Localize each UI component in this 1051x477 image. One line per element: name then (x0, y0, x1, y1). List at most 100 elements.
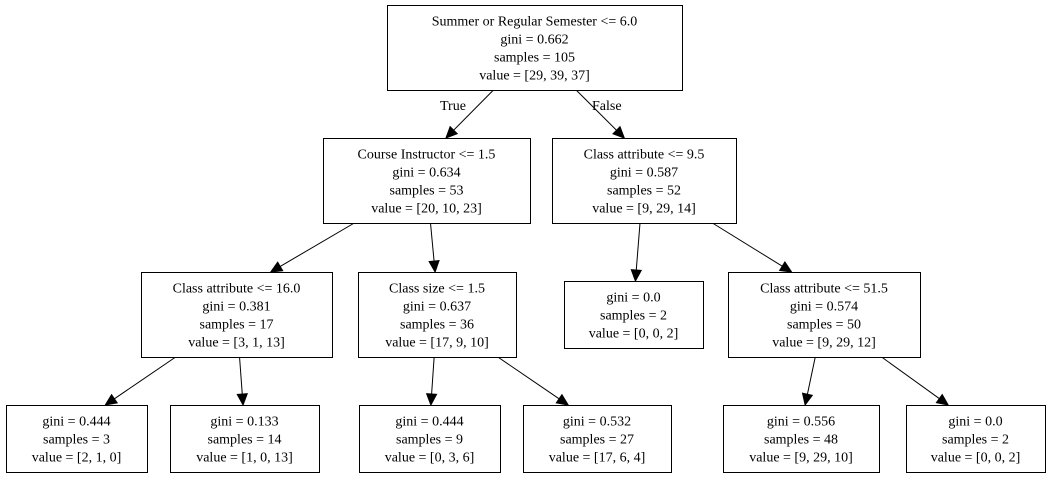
tree-edge (630, 222, 643, 283)
tree-node: gini = 0.0 samples = 2 value = [0, 0, 2] (906, 405, 1046, 473)
edge-line (431, 356, 435, 395)
arrowhead-icon (935, 393, 950, 406)
tree-node: gini = 0.133 samples = 14 value = [1, 0, 1… (170, 405, 320, 473)
tree-node: gini = 0.556 samples = 48 value = [9, 29, … (723, 405, 880, 473)
node-line: gini = 0.532 (563, 415, 631, 430)
node-line: Course Instructor <= 1.5 (358, 148, 496, 163)
arrowhead-icon (425, 393, 438, 407)
node-line: gini = 0.0 (606, 291, 660, 306)
edge-line (881, 356, 940, 399)
node-box (728, 272, 921, 358)
tree-edge: True (440, 89, 494, 139)
tree-edge (801, 356, 816, 407)
node-line: samples = 53 (390, 184, 464, 199)
node-line: gini = 0.637 (403, 300, 471, 315)
tree-edge (428, 222, 440, 274)
node-line: value = [9, 29, 10] (749, 451, 853, 466)
tree-node: Class attribute <= 51.5 gini = 0.574 sampl… (728, 272, 921, 358)
arrowhead-icon (104, 393, 119, 406)
edge-line (497, 356, 560, 400)
tree-edges: True False (104, 89, 950, 407)
node-line: samples = 14 (208, 433, 282, 448)
edge-line (114, 356, 176, 400)
node-line: Class attribute <= 51.5 (760, 282, 888, 297)
node-box (170, 405, 320, 473)
node-line: gini = 0.381 (202, 300, 270, 315)
node-line: gini = 0.0 (948, 415, 1002, 430)
tree-edge (712, 222, 793, 273)
node-line: samples = 52 (607, 184, 681, 199)
tree-edge (236, 356, 248, 407)
node-line: gini = 0.133 (210, 415, 278, 430)
node-box (387, 5, 683, 91)
edge-line (239, 356, 243, 395)
edge-line (635, 222, 641, 271)
tree-edge: False (575, 89, 626, 139)
node-line: value = [2, 1, 0] (32, 451, 122, 466)
node-line: value = [3, 1, 13] (188, 336, 285, 351)
arrowhead-icon (236, 393, 248, 407)
node-line: gini = 0.587 (610, 166, 678, 181)
node-box (6, 405, 148, 473)
node-line: value = [0, 0, 2] (589, 327, 679, 342)
edge-line (575, 89, 617, 131)
tree-edge (425, 356, 438, 407)
node-line: Class size <= 1.5 (389, 282, 485, 297)
node-line: value = [17, 6, 4] (549, 451, 646, 466)
edge-line (453, 89, 494, 131)
node-line: samples = 3 (43, 433, 110, 448)
node-line: gini = 0.662 (500, 33, 568, 48)
tree-node: Class size <= 1.5 gini = 0.637 samples = 3… (358, 272, 517, 358)
node-box (359, 405, 501, 473)
node-box (358, 272, 517, 358)
node-line: Summer or Regular Semester <= 6.0 (432, 15, 638, 30)
node-line: value = [29, 39, 37] (479, 69, 590, 84)
node-line: samples = 36 (400, 318, 474, 333)
node-box (906, 405, 1046, 473)
node-line: value = [0, 0, 2] (931, 451, 1021, 466)
arrowhead-icon (612, 125, 626, 139)
tree-nodes: Summer or Regular Semester <= 6.0 gini = … (6, 5, 1046, 473)
tree-edge (269, 222, 355, 273)
node-line: samples = 17 (200, 318, 274, 333)
node-line: samples = 2 (600, 309, 667, 324)
node-line: gini = 0.556 (767, 415, 835, 430)
node-line: value = [20, 10, 23] (371, 202, 482, 217)
node-line: samples = 48 (764, 433, 838, 448)
node-line: gini = 0.634 (392, 166, 460, 181)
arrowhead-icon (778, 261, 793, 273)
node-box (723, 405, 880, 473)
arrowhead-icon (428, 260, 440, 274)
node-line: value = [17, 9, 10] (385, 336, 489, 351)
node-box (523, 405, 672, 473)
node-line: samples = 9 (396, 433, 463, 448)
tree-node: Summer or Regular Semester <= 6.0 gini = … (387, 5, 683, 91)
arrowhead-icon (445, 125, 459, 139)
node-line: gini = 0.444 (395, 415, 463, 430)
node-line: value = [1, 0, 13] (196, 451, 293, 466)
tree-node: Class attribute <= 16.0 gini = 0.381 sampl… (141, 272, 333, 358)
edge-line (712, 222, 783, 267)
node-box (323, 138, 531, 224)
edge-line (429, 222, 435, 262)
tree-edge (881, 356, 950, 406)
arrowhead-icon (269, 261, 284, 273)
edge-label-true: True (440, 99, 466, 114)
edge-line (806, 356, 816, 395)
node-line: gini = 0.574 (790, 300, 858, 315)
node-line: Class attribute <= 16.0 (173, 282, 301, 297)
node-box (552, 138, 737, 224)
node-line: samples = 27 (560, 433, 634, 448)
tree-edge (497, 356, 570, 406)
node-line: samples = 105 (494, 51, 575, 66)
arrowhead-icon (801, 392, 814, 407)
node-line: samples = 2 (942, 433, 1009, 448)
arrowhead-icon (555, 393, 570, 406)
tree-node: gini = 0.0 samples = 2 value = [0, 0, 2] (564, 281, 704, 349)
node-line: samples = 50 (787, 318, 861, 333)
edge-line (279, 222, 355, 267)
